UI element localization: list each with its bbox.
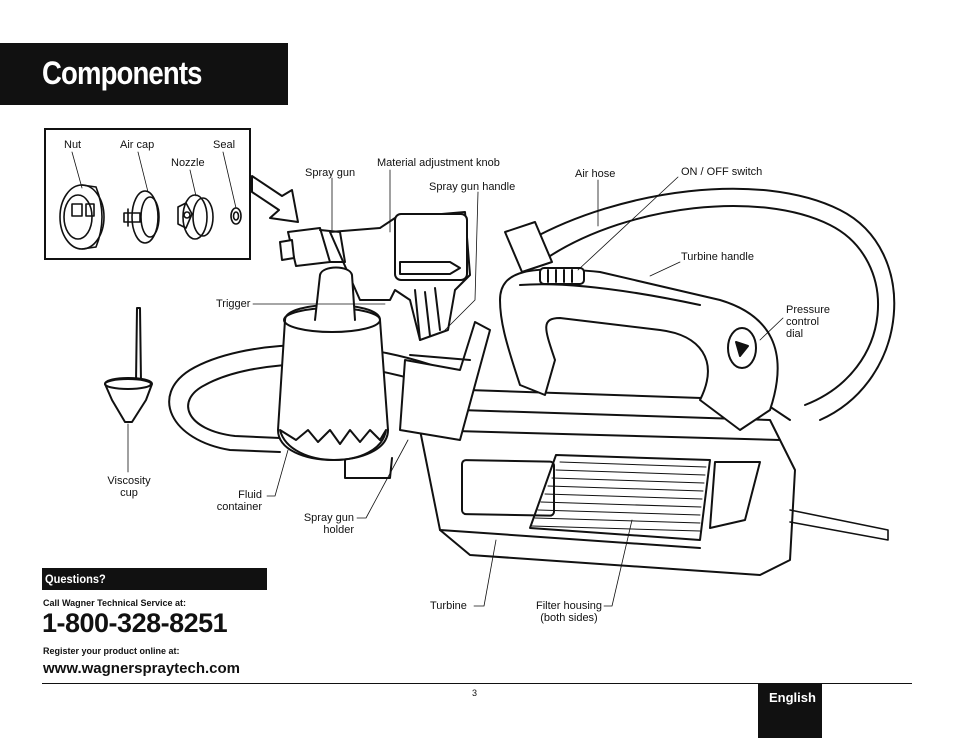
page-title: Components	[42, 55, 202, 91]
label-viscosity-cup: Viscosity cup	[107, 475, 151, 499]
on-off-switch	[539, 267, 585, 285]
language-tab: English	[758, 684, 822, 738]
label-spray-gun-holder: Spray gun holder	[303, 512, 354, 536]
nut-part	[59, 184, 105, 250]
label-air-hose: Air hose	[575, 168, 616, 180]
register-text: Register your product online at:	[43, 646, 180, 656]
title-bar: Components	[0, 43, 288, 105]
label-pressure-dial: Pressure control dial	[786, 304, 831, 340]
label-filter-housing: Filter housing (both sides)	[535, 600, 603, 624]
air-cap-part	[123, 190, 160, 244]
viscosity-cup	[104, 307, 153, 423]
call-text: Call Wagner Technical Service at:	[43, 598, 187, 608]
label-turbine: Turbine	[430, 600, 467, 612]
questions-heading: Questions?	[45, 572, 106, 586]
phone-number: 1-800-328-8251	[42, 608, 228, 638]
turbine-handle	[499, 267, 779, 431]
spray-gun	[279, 211, 471, 341]
language-label: English	[769, 690, 816, 705]
fluid-container	[277, 266, 393, 479]
label-trigger: Trigger	[216, 298, 251, 310]
footer-rule	[42, 683, 912, 684]
label-seal: Seal	[213, 139, 236, 151]
label-nozzle: Nozzle	[171, 157, 205, 169]
questions-bar: Questions?	[42, 568, 267, 590]
label-fluid-container: Fluid container	[216, 489, 262, 513]
website-link[interactable]: www.wagnerspraytech.com	[43, 660, 241, 677]
arrow-icon	[251, 175, 299, 223]
label-spray-gun-handle: Spray gun handle	[429, 181, 516, 193]
label-material-knob: Material adjustment knob	[377, 157, 500, 169]
nozzle-part	[177, 194, 214, 240]
label-spray-gun: Spray gun	[305, 167, 356, 179]
turbine-body	[409, 389, 889, 576]
label-nut: Nut	[64, 139, 82, 151]
nozzle-parts-inset	[44, 128, 251, 260]
label-on-off-switch: ON / OFF switch	[681, 166, 763, 178]
page-number: 3	[472, 688, 478, 698]
spray-gun-holder	[399, 321, 491, 441]
label-turbine-handle: Turbine handle	[681, 251, 754, 263]
label-air-cap: Air cap	[120, 139, 155, 151]
